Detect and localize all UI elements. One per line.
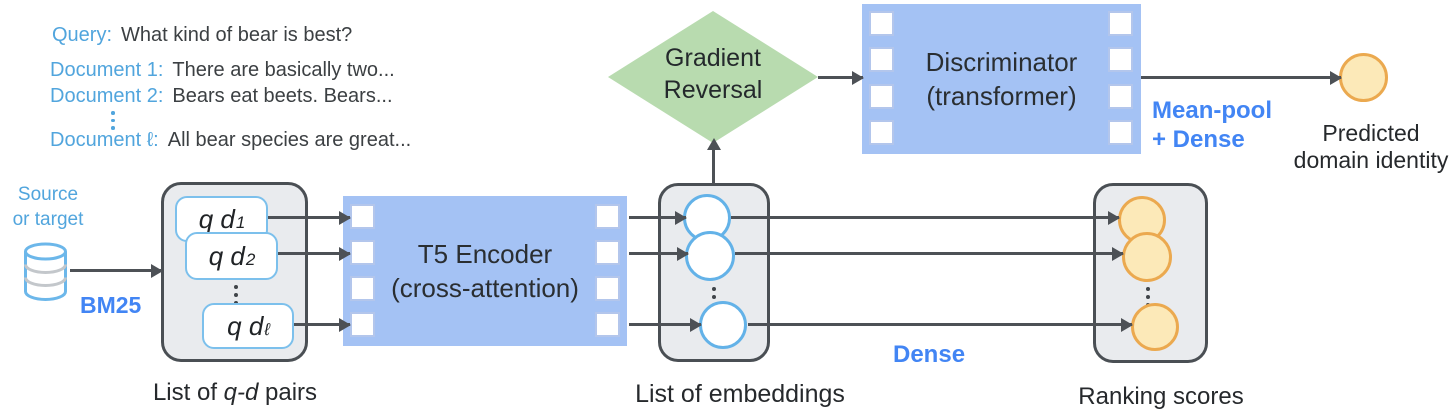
token-square [869, 11, 894, 36]
document-l-row: Document ℓ: All bear species are great..… [50, 129, 411, 152]
embeddings-caption: List of embeddings [635, 380, 845, 408]
token-square [1108, 120, 1133, 145]
document-2-text: Bears eat beets. Bears... [172, 85, 393, 107]
predicted-domain-circle [1339, 53, 1388, 102]
document-1-label: Document 1: [50, 59, 164, 81]
token-square [350, 276, 375, 301]
ranking-circle-2 [1122, 232, 1172, 282]
discriminator-box: Discriminator (transformer) [862, 4, 1141, 154]
arrow-gradient-reversal-to-discriminator [818, 70, 864, 85]
arrow-t5-to-emb1 [629, 210, 687, 225]
source-or-target-label: Source or target [12, 184, 84, 230]
mean-pool-dense-label: Mean-pool + Dense [1152, 97, 1272, 153]
document-2-label: Document 2: [50, 85, 164, 107]
document-2-row: Document 2: Bears eat beets. Bears... [50, 85, 393, 108]
arrow-cardl-to-t5 [294, 317, 351, 332]
ranking-circle-l [1131, 303, 1179, 351]
document-l-text: All bear species are great... [167, 129, 412, 151]
arrow-embl-to-rankl [748, 317, 1133, 332]
embedding-circle-2 [685, 231, 735, 281]
token-square [1108, 84, 1133, 109]
gradient-reversal-diamond [608, 11, 818, 143]
token-square [350, 204, 375, 229]
dense-label: Dense [893, 341, 966, 368]
document-1-row: Document 1: There are basically two... [50, 59, 395, 82]
document-l-label: Document ℓ: [50, 129, 159, 151]
document-1-text: There are basically two... [172, 59, 395, 81]
token-square [595, 312, 620, 337]
token-square [350, 312, 375, 337]
bm25-label: BM25 [80, 292, 142, 318]
embedding-circle-l [699, 301, 747, 349]
qd-pairs-caption: List of q-d pairs [152, 379, 318, 406]
query-row: Query: What kind of bear is best? [52, 24, 352, 47]
token-square [595, 276, 620, 301]
ranking-scores-caption: Ranking scores [1078, 383, 1244, 410]
t5-encoder-box: T5 Encoder (cross-attention) [343, 196, 627, 346]
token-square [869, 120, 894, 145]
gradient-reversal-label: Gradient Reversal [663, 44, 763, 104]
token-square [1108, 11, 1133, 36]
token-square [595, 204, 620, 229]
token-square [1108, 47, 1133, 72]
arrow-emb2-to-rank2 [735, 246, 1124, 261]
documents-ellipsis-icon [111, 111, 115, 130]
query-text: What kind of bear is best? [121, 24, 353, 46]
arrow-t5-to-embl [629, 317, 702, 332]
arrow-db-to-qd [70, 263, 163, 278]
query-label: Query: [52, 24, 113, 46]
qd-ellipsis-icon [234, 285, 238, 305]
database-icon [24, 242, 67, 301]
predicted-domain-label: Predicted domain identity [1293, 120, 1449, 173]
token-square [595, 240, 620, 265]
t5-encoder-label: T5 Encoder (cross-attention) [391, 239, 579, 303]
arrow-emb-to-gradient-reversal [706, 138, 721, 184]
arrow-emb1-to-rank1 [731, 210, 1120, 225]
token-square [869, 84, 894, 109]
token-square [869, 47, 894, 72]
arrow-card2-to-t5 [278, 246, 351, 261]
discriminator-label: Discriminator (transformer) [925, 47, 1078, 111]
arrow-t5-to-emb2 [629, 246, 689, 261]
arrow-card1-to-t5 [268, 210, 351, 225]
arrow-discriminator-to-predicted [1141, 70, 1342, 85]
token-square [350, 240, 375, 265]
